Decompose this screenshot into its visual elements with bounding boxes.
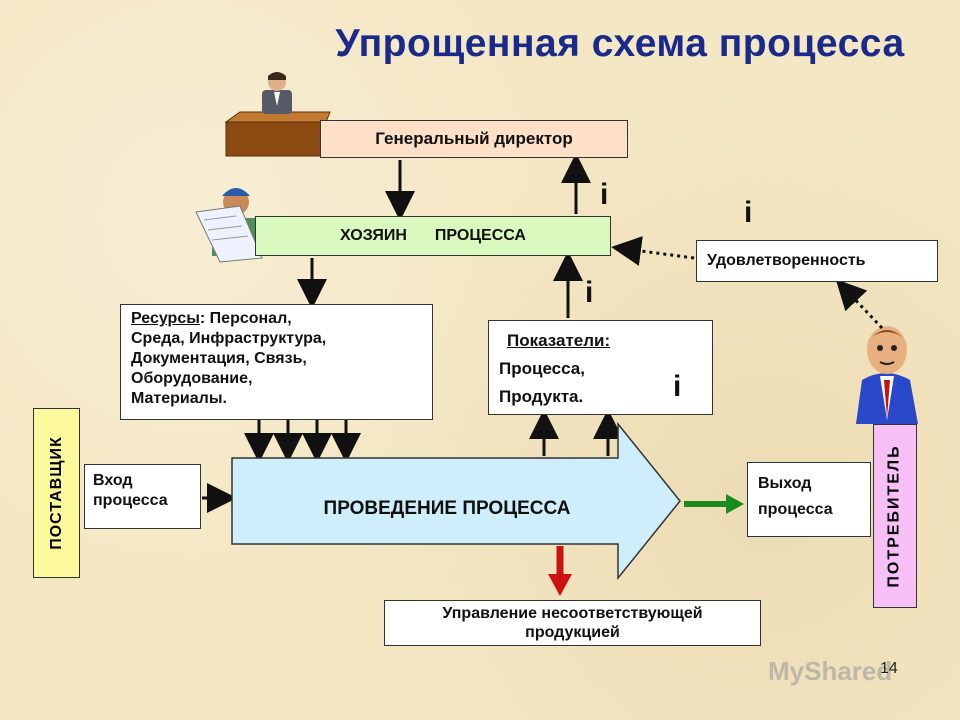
resources-box: Ресурсы: Персонал, Среда, Инфраструктура… xyxy=(120,304,433,420)
input-line-1: Вход xyxy=(93,472,133,489)
resources-line-1: : Персонал, xyxy=(199,310,292,327)
nc-line-2: продукцией xyxy=(525,624,620,641)
process-owner-box: ХОЗЯИН ПРОЦЕССА xyxy=(255,216,611,256)
page-title: Упрощенная схема процесса xyxy=(335,22,905,65)
owner-illustration xyxy=(195,188,263,263)
process-label: ПРОВЕДЕНИЕ ПРОЦЕССА xyxy=(323,498,571,519)
output-line-2: процесса xyxy=(758,501,833,518)
resources-label: Ресурсы xyxy=(131,310,200,327)
info-icon: i xyxy=(673,370,682,403)
resources-line-3: Документация, Связь, xyxy=(131,350,307,367)
process-output-box: Выход процесса xyxy=(747,462,871,537)
info-icon: i xyxy=(585,276,594,309)
nc-line-1: Управление несоответствующей xyxy=(442,605,703,622)
resources-line-2: Среда, Инфраструктура, xyxy=(131,330,327,347)
input-line-2: процесса xyxy=(93,492,168,509)
supplier-box: ПОСТАВЩИК xyxy=(33,408,80,578)
satisfaction-box: Удовлетворенность xyxy=(696,240,938,282)
indicators-line-2: Процесса, xyxy=(499,359,585,378)
indicators-line-3: Продукта. xyxy=(499,387,584,406)
process-input-box: Вход процесса xyxy=(84,464,201,529)
owner-word-1: ХОЗЯИН xyxy=(340,227,407,244)
resources-line-4: Оборудование, xyxy=(131,370,253,387)
director-illustration xyxy=(224,72,331,157)
nonconforming-box: Управление несоответствующей продукцией xyxy=(384,600,761,646)
consumer-illustration xyxy=(856,326,918,424)
consumer-label: ПОТРЕБИТЕЛЬ xyxy=(886,444,904,588)
page-number: 14 xyxy=(880,660,898,677)
watermark: MyShared xyxy=(768,656,893,686)
output-line-1: Выход xyxy=(758,475,812,492)
consumer-box: ПОТРЕБИТЕЛЬ xyxy=(873,424,917,608)
director-box: Генеральный директор xyxy=(320,120,628,158)
resources-line-5: Материалы. xyxy=(131,390,227,407)
indicators-label: Показатели: xyxy=(507,331,611,350)
process-arrow xyxy=(231,421,681,581)
supplier-label: ПОСТАВЩИК xyxy=(47,436,65,550)
info-icon: i xyxy=(600,178,609,211)
owner-word-2: ПРОЦЕССА xyxy=(434,227,526,244)
info-icon: i xyxy=(744,196,753,229)
indicators-box: Показатели: Процесса, Продукта. xyxy=(488,320,713,415)
